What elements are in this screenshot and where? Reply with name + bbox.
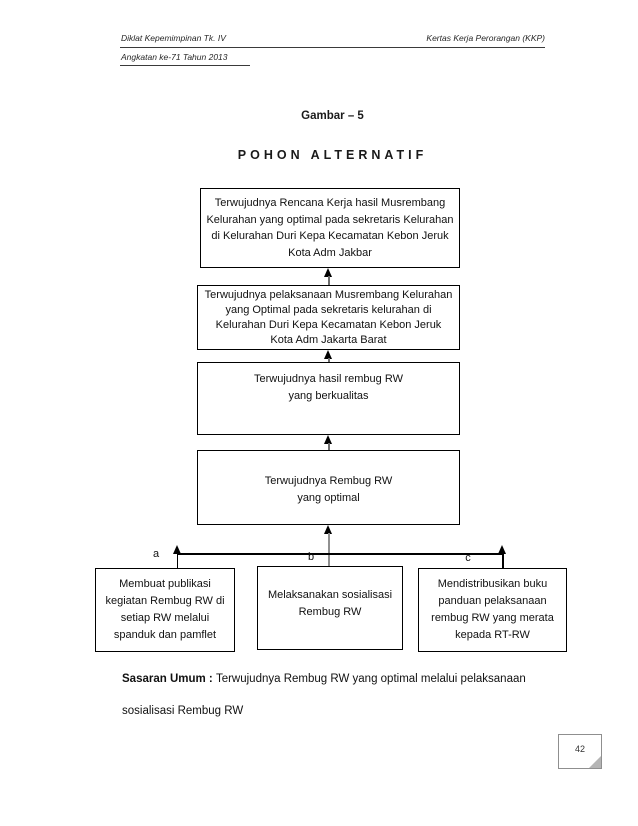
branch-label-b: b <box>307 551 315 563</box>
page-number-box: 42 <box>558 734 602 769</box>
up-arrow-icon <box>324 268 332 277</box>
figure-caption: Gambar – 5 <box>301 110 364 122</box>
connector-horizontal-line <box>177 553 503 555</box>
connector-stub-a <box>176 554 178 568</box>
connector-stub-c <box>502 554 504 568</box>
up-arrow-icon <box>172 545 181 554</box>
connector-line <box>328 276 330 285</box>
up-arrow-icon <box>324 350 332 359</box>
branch-label-c: c <box>465 552 471 564</box>
diagram-box-level-3-text: Terwujudnya hasil rembug RW yang berkual… <box>254 373 403 402</box>
diagram-box-level-4: Terwujudnya Rembug RW yang optimal <box>197 450 460 525</box>
alternative-box-c: Mendistribusikan buku panduan pelaksanaa… <box>418 568 567 652</box>
page-number: 42 <box>574 744 585 754</box>
header-left: Diklat Kepemimpinan Tk. IV <box>121 33 226 43</box>
up-arrow-icon <box>324 435 332 444</box>
branch-label-a: a <box>152 548 160 560</box>
header-rule <box>120 47 545 48</box>
sasaran-umum-line1: Sasaran Umum : Terwujudnya Rembug RW yan… <box>122 673 572 685</box>
header-right: Kertas Kerja Perorangan (KKP) <box>426 33 545 43</box>
folded-corner-icon <box>589 756 601 768</box>
figure-title: POHON ALTERNATIF <box>237 148 428 162</box>
connector-center-line <box>328 533 330 566</box>
alternative-box-b: Melaksanakan sosialisasi Rembug RW <box>257 566 403 650</box>
header-subtitle-rule <box>120 65 250 66</box>
connector-line <box>328 443 330 450</box>
diagram-box-level-4-text: Terwujudnya Rembug RW yang optimal <box>264 475 393 504</box>
sasaran-umum-line2: sosialisasi Rembug RW <box>122 705 244 717</box>
up-arrow-icon <box>324 525 332 534</box>
sasaran-umum-label: Sasaran Umum : <box>122 673 216 685</box>
diagram-box-level-3: Terwujudnya hasil rembug RW yang berkual… <box>197 362 460 435</box>
alternative-box-a: Membuat publikasi kegiatan Rembug RW di … <box>95 568 235 652</box>
header-subtitle: Angkatan ke-71 Tahun 2013 <box>121 52 228 62</box>
up-arrow-icon <box>498 545 506 554</box>
connector-line <box>328 358 330 362</box>
sasaran-umum-text: Terwujudnya Rembug RW yang optimal melal… <box>215 673 526 685</box>
diagram-box-level-1: Terwujudnya Rencana Kerja hasil Musremba… <box>200 188 460 268</box>
diagram-box-level-2: Terwujudnya pelaksanaan Musrembang Kelur… <box>197 285 460 350</box>
